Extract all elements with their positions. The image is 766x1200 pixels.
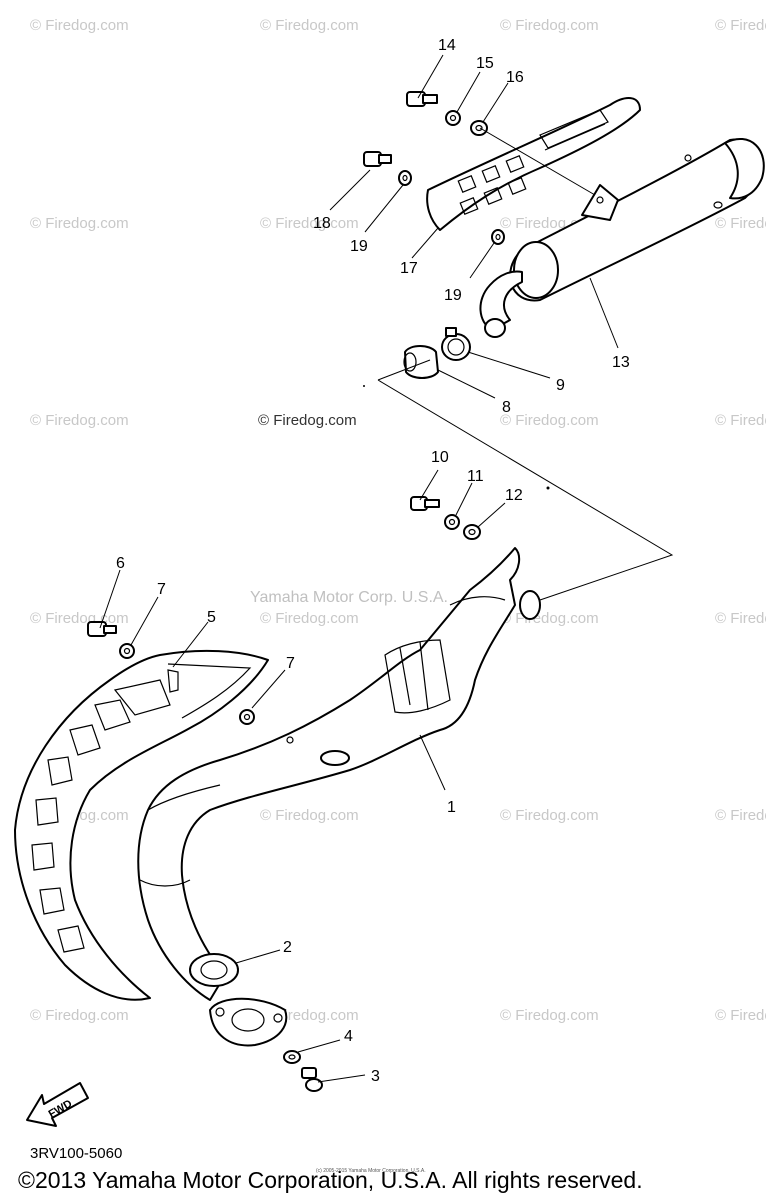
part-6-bolt — [87, 621, 117, 637]
watermark: © Firedog.com — [715, 807, 766, 824]
part-11-washer — [444, 514, 460, 530]
leader-lines — [99, 54, 619, 1083]
watermark: © Firedog.com — [30, 17, 129, 34]
part-19-washer — [398, 170, 412, 186]
copyright-notice: ©2013 Yamaha Motor Corporation, U.S.A. A… — [18, 1167, 643, 1193]
watermark: © Firedog.com — [715, 610, 766, 627]
callout-3: 3 — [371, 1068, 380, 1085]
watermark: © Firedog.com — [260, 17, 359, 34]
watermark: © Firedog.com — [260, 807, 359, 824]
part-13-silencer — [479, 137, 765, 338]
callout-14: 14 — [438, 37, 456, 54]
exhaust-flange — [209, 997, 288, 1047]
part-8-joint — [403, 345, 439, 379]
watermark: © Firedog.com — [500, 1007, 599, 1024]
part-1-exhaust-pipe — [137, 547, 541, 1001]
part-12-grommet — [463, 524, 481, 540]
small-copyright: (c) 2005-2015 Yamaha Motor Corporation, … — [316, 1168, 426, 1174]
callout-15: 15 — [476, 55, 494, 72]
part-17-silencer-protector — [426, 97, 641, 231]
watermark-grid: © Firedog.com © Firedog.com © Firedog.co… — [30, 17, 766, 1024]
callout-7: 7 — [286, 655, 295, 672]
part-7-washer — [119, 643, 135, 659]
assembly-lines — [363, 127, 674, 601]
part-16-grommet — [470, 120, 488, 136]
callout-2: 2 — [283, 939, 292, 956]
watermark: © Firedog.com — [260, 610, 359, 627]
watermark-inline: © Firedog.com — [258, 412, 357, 429]
diagram-code: 3RV100-5060 — [30, 1145, 122, 1162]
part-9-clamp — [441, 327, 471, 361]
watermark: © Firedog.com — [30, 412, 129, 429]
part-15-washer — [445, 110, 461, 126]
watermark: © Firedog.com — [715, 17, 766, 34]
callout-6: 6 — [116, 555, 125, 572]
callout-17: 17 — [400, 260, 418, 277]
callouts: 1 2 3 4 5 6 7 7 8 9 10 11 12 13 14 15 16… — [116, 37, 630, 1085]
callout-7: 7 — [157, 581, 166, 598]
callout-19: 19 — [444, 287, 462, 304]
part-10-bolt — [410, 496, 440, 511]
callout-13: 13 — [612, 354, 630, 371]
callout-10: 10 — [431, 449, 449, 466]
part-4-washer — [283, 1050, 301, 1064]
watermark: © Firedog.com — [30, 1007, 129, 1024]
center-watermark: Yamaha Motor Corp. U.S.A. — [250, 589, 448, 606]
callout-1: 1 — [447, 799, 456, 816]
watermark: © Firedog.com — [715, 1007, 766, 1024]
part-18-bolt — [363, 151, 392, 167]
watermark: © Firedog.com — [30, 215, 129, 232]
callout-9: 9 — [556, 377, 565, 394]
callout-11: 11 — [467, 468, 484, 485]
watermark: © Firedog.com — [260, 215, 359, 232]
part-2-gasket — [189, 953, 239, 987]
forward-arrow: FWD — [26, 1082, 89, 1127]
callout-4: 4 — [344, 1028, 353, 1045]
callout-8: 8 — [502, 399, 511, 416]
part-14-bolt — [406, 91, 438, 107]
callout-19: 19 — [350, 238, 368, 255]
callout-18: 18 — [313, 215, 331, 232]
callout-5: 5 — [207, 609, 216, 626]
part-3-bolt — [301, 1067, 323, 1092]
part-7-washer — [239, 709, 255, 725]
callout-12: 12 — [505, 487, 523, 504]
part-19-washer — [491, 229, 505, 245]
watermark: © Firedog.com — [500, 610, 599, 627]
watermark: © Firedog.com — [500, 17, 599, 34]
callout-16: 16 — [506, 69, 524, 86]
watermark: © Firedog.com — [500, 807, 599, 824]
part-5-protector — [14, 649, 269, 1001]
watermark: © Firedog.com — [715, 412, 766, 429]
watermark: © Firedog.com — [715, 215, 766, 232]
watermark: © Firedog.com — [30, 610, 129, 627]
watermark: © Firedog.com — [500, 412, 599, 429]
